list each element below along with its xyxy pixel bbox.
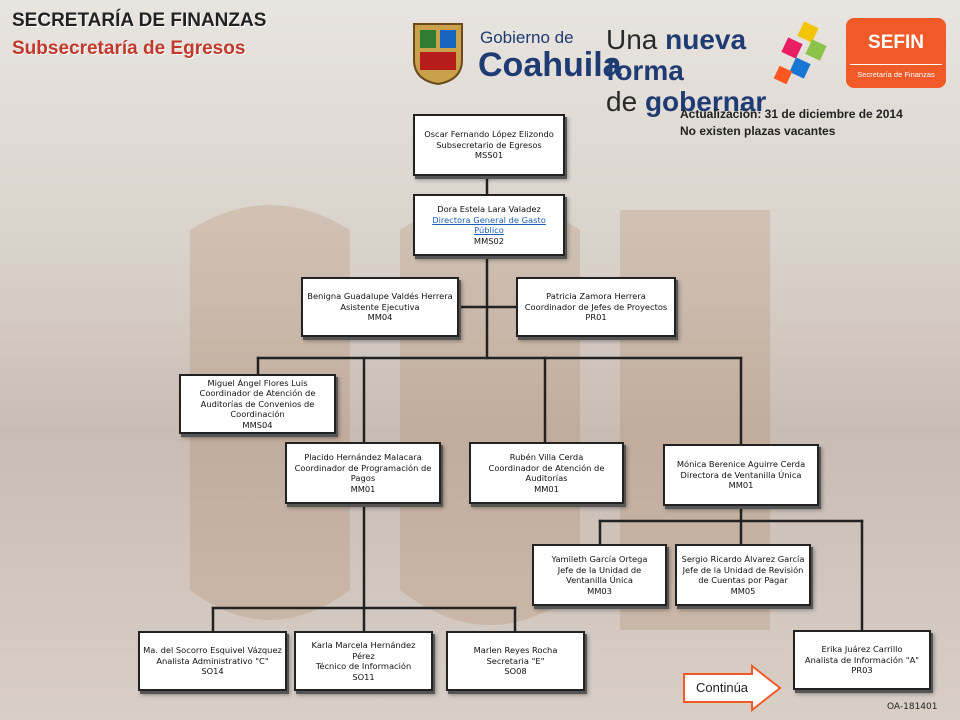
org-box-jefe-ventanilla: Yamileth García Ortega Jefe de la Unidad… [532,544,667,606]
org-box-coordinador-convenios: Miguel Ángel Flores Luis Coordinador de … [179,374,336,434]
person-role: Asistente Ejecutiva [340,301,420,312]
continue-label: Continúa [696,680,749,695]
person-name: Dora Estela Lara Valadez [437,204,541,214]
page-subtitle: Subsecretaría de Egresos [12,38,246,59]
org-box-tecnico-informacion: Karla Marcela Hernández Pérez Técnico de… [294,631,433,691]
position-code: SO14 [201,666,224,677]
position-code: MM01 [534,483,559,494]
org-box-analista-informacion: Erika Juárez Carrillo Analista de Inform… [793,630,931,690]
person-name: Erika Juárez Carrillo [821,644,903,655]
position-code: SO11 [352,671,375,682]
person-name: Benigna Guadalupe Valdés Herrera [307,291,453,302]
colored-diamonds-icon [770,20,840,90]
person-role: Técnico de Información [315,661,412,671]
directora-general-link[interactable]: Directora General de Gasto Público [432,214,546,236]
page-title: SECRETARÍA DE FINANZAS [12,10,267,31]
person-name: Mónica Berenice Aguirre Cerda [676,459,806,470]
position-code: PR03 [851,665,873,676]
person-name: Ma. del Socorro Esquivel Vázquez [143,645,282,656]
position-code: MM05 [730,585,756,596]
document-code: OA-181401 [887,702,938,712]
person-name: Yamileth García Ortega [551,554,648,564]
slogan-gobernar: gobernar [644,86,767,117]
person-role: Analista de Información "A" [804,654,920,665]
person-name: Placido Hernández Malacara [304,452,422,462]
position-code: SO08 [504,666,527,677]
continue-arrow-button[interactable]: Continúa [682,663,784,713]
vacancies-note: No existen plazas vacantes [680,124,836,138]
person-name: Miguel Ángel Flores Luis [207,377,308,388]
org-box-directora-ventanilla: Mónica Berenice Aguirre Cerda Directora … [663,444,819,506]
position-code: MM01 [350,483,376,494]
sefin-logo-text: SEFIN [868,32,924,53]
person-role: Analista Administrativo "C" [156,655,269,666]
person-name: Karla Marcela Hernández Pérez [311,640,416,661]
person-name: Patricia Zamora Herrera [546,291,646,302]
org-box-coordinador-proyectos: Patricia Zamora Herrera Coordinador de J… [516,277,676,337]
person-name: Sergio Ricardo Álvarez García [681,554,805,564]
update-info: Actualización: 31 de diciembre de 2014 N… [680,106,903,140]
person-name: Oscar Fernando López Elizondo [424,129,554,140]
position-code: MM03 [587,585,612,596]
person-name: Rubén Villa Cerda [509,452,584,462]
coahuila-text: Coahuila [478,46,622,84]
person-role: Jefe de la Unidad de Ventanilla Única [557,564,642,586]
person-role: Secretaria "E" [486,655,545,666]
sefin-logo-divider [850,64,942,65]
person-role: Coordinador de Atención de Auditorías [488,462,605,484]
position-code: MMS04 [242,419,273,430]
org-box-asistente-ejecutiva: Benigna Guadalupe Valdés Herrera Asisten… [301,277,459,337]
sefin-logo: SEFIN Secretaría de Finanzas [846,18,946,88]
person-name: Marlen Reyes Rocha [473,645,558,656]
person-role: Coordinador de Atención de Auditorías de… [199,388,316,420]
position-code: MM01 [728,480,754,491]
position-code: MM04 [367,312,393,323]
org-box-coordinador-auditorias: Rubén Villa Cerda Coordinador de Atenció… [469,442,624,504]
org-box-directora-general: Dora Estela Lara Valadez Directora Gener… [413,194,565,256]
position-code: MMS02 [473,235,505,246]
slogan-logo: Una nueva forma de gobernar [606,24,786,117]
person-role: Jefe de la Unidad de Revisión de Cuentas… [682,564,804,586]
org-box-analista-administrativo: Ma. del Socorro Esquivel Vázquez Analist… [138,631,287,691]
position-code: PR01 [585,312,607,323]
person-role: Directora de Ventanilla Única [680,469,802,480]
slogan-una: Una [606,24,666,55]
org-box-jefe-revision: Sergio Ricardo Álvarez García Jefe de la… [675,544,811,606]
gobierno-de-text: Gobierno de [480,28,574,47]
person-role: Subsecretario de Egresos [436,139,542,150]
sefin-logo-subtitle: Secretaría de Finanzas [857,70,935,79]
right-arrow-icon [683,663,782,713]
coahuila-shield-logo [410,20,466,86]
org-box-secretaria: Marlen Reyes Rocha Secretaria "E" SO08 [446,631,585,691]
slogan-nueva-forma: nueva forma [606,24,747,86]
person-role: Coordinador de Jefes de Proyectos [524,301,668,312]
update-date: Actualización: 31 de diciembre de 2014 [680,107,903,121]
org-box-coordinador-pagos: Placido Hernández Malacara Coordinador d… [285,442,441,504]
org-box-subsecretario: Oscar Fernando López Elizondo Subsecreta… [413,114,565,176]
position-code: MSS01 [474,150,504,161]
person-role: Coordinador de Programación de Pagos [294,462,432,484]
slogan-de: de [606,86,645,117]
